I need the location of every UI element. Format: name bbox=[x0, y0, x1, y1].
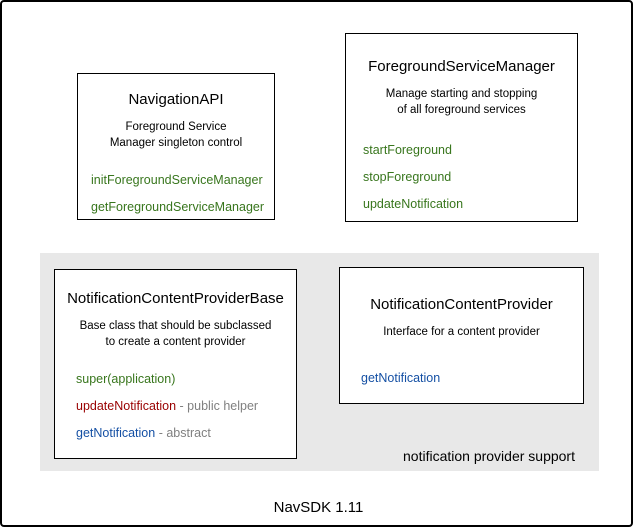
method-name: updateNotification bbox=[76, 399, 177, 413]
method-item: startForeground bbox=[363, 144, 577, 157]
method-item: getNotification bbox=[361, 370, 583, 385]
class-title: NotificationContentProvider bbox=[370, 296, 553, 313]
method-item: super(application) bbox=[76, 373, 296, 386]
method-name: startForeground bbox=[363, 143, 452, 157]
class-box-notification-content-provider: NotificationContentProvider Interface fo… bbox=[339, 267, 584, 404]
class-description: Base class that should be subclassed to … bbox=[79, 320, 272, 348]
method-list: startForeground stopForeground updateNot… bbox=[363, 144, 577, 211]
method-name: getNotification bbox=[361, 370, 441, 385]
method-annotation: - public helper bbox=[176, 399, 259, 413]
method-item: updateNotification bbox=[363, 198, 577, 211]
method-list: getNotification bbox=[361, 370, 583, 385]
class-title: NavigationAPI bbox=[128, 91, 224, 108]
class-title: NotificationContentProviderBase bbox=[67, 290, 284, 307]
class-box-navigation-api: NavigationAPI Foreground Service Manager… bbox=[77, 73, 275, 220]
class-description: Manage starting and stopping of all fore… bbox=[385, 88, 538, 116]
method-list: super(application) updateNotification - … bbox=[76, 373, 296, 440]
class-title: ForegroundServiceManager bbox=[368, 58, 555, 75]
method-name: getForegroundServiceManager bbox=[91, 200, 265, 214]
method-item: updateNotification - public helper bbox=[76, 400, 296, 413]
method-item: initForegroundServiceManager bbox=[91, 174, 274, 187]
class-box-foreground-service-manager: ForegroundServiceManager Manage starting… bbox=[345, 33, 578, 222]
method-item: getNotification - abstract bbox=[76, 427, 296, 440]
method-name: initForegroundServiceManager bbox=[91, 173, 263, 187]
method-name: getNotification bbox=[76, 426, 156, 440]
method-list: initForegroundServiceManager getForegrou… bbox=[91, 174, 274, 214]
class-box-notification-content-provider-base: NotificationContentProviderBase Base cla… bbox=[54, 269, 297, 459]
method-name: updateNotification bbox=[363, 197, 464, 211]
method-name: stopForeground bbox=[363, 170, 452, 184]
class-description: Interface for a content provider bbox=[383, 326, 540, 338]
method-item: getForegroundServiceManager bbox=[91, 201, 274, 214]
method-item: stopForeground bbox=[363, 171, 577, 184]
class-description: Foreground Service Manager singleton con… bbox=[109, 121, 243, 149]
panel-label: notification provider support bbox=[403, 448, 575, 464]
method-name: super(application) bbox=[76, 372, 176, 386]
diagram-caption: NavSDK 1.11 bbox=[273, 499, 364, 516]
method-annotation: - abstract bbox=[155, 426, 211, 440]
